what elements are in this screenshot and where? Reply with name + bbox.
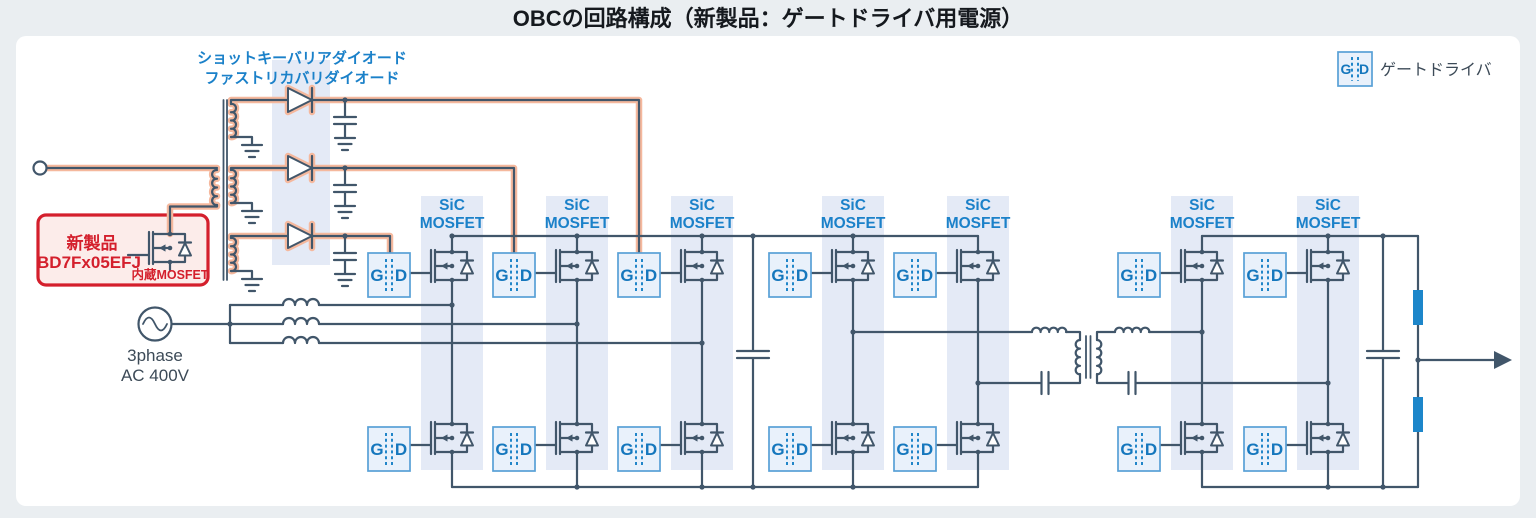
glow-wire-cores xyxy=(45,98,641,273)
svg-text:D: D xyxy=(796,440,808,459)
legend-gate-driver: G D ゲートドライバ xyxy=(1337,51,1492,87)
diode-note-line1: ショットキーバリアダイオード xyxy=(197,49,407,67)
page-title: OBCの回路構成（新製品：ゲートドライバ用電源） xyxy=(513,6,1023,31)
svg-text:D: D xyxy=(645,440,657,459)
svg-text:D: D xyxy=(1271,266,1283,285)
svg-text:SiC: SiC xyxy=(1315,197,1341,214)
sine-wave-icon xyxy=(142,316,168,332)
svg-text:G: G xyxy=(1246,440,1259,459)
svg-text:MOSFET: MOSFET xyxy=(545,215,610,232)
svg-text:G: G xyxy=(896,440,909,459)
output-arrow-icon xyxy=(1494,351,1512,369)
svg-text:SiC: SiC xyxy=(840,197,866,214)
new-product-sub-label: 内蔵MOSFET xyxy=(131,267,208,282)
new-product-part-number: BD7Fx05EFJ xyxy=(37,253,141,272)
svg-text:G: G xyxy=(370,440,383,459)
svg-text:SiC: SiC xyxy=(564,197,590,214)
svg-text:SiC: SiC xyxy=(1189,197,1215,214)
svg-text:D: D xyxy=(520,266,532,285)
svg-text:G: G xyxy=(1120,440,1133,459)
svg-text:D: D xyxy=(395,440,407,459)
legend-label: ゲートドライバ xyxy=(1380,61,1492,79)
new-product-box xyxy=(36,213,210,287)
rectifier-diodes xyxy=(287,86,314,250)
svg-text:G: G xyxy=(896,266,909,285)
svg-text:MOSFET: MOSFET xyxy=(946,215,1011,232)
svg-text:D: D xyxy=(1271,440,1283,459)
svg-text:D: D xyxy=(1145,440,1157,459)
svg-text:MOSFET: MOSFET xyxy=(1170,215,1235,232)
svg-text:MOSFET: MOSFET xyxy=(420,215,485,232)
svg-text:D: D xyxy=(921,266,933,285)
svg-text:G: G xyxy=(771,440,784,459)
diode-note-line2: ファストリカバリダイオード xyxy=(204,69,399,87)
new-product-tag: 新製品 xyxy=(67,233,118,253)
svg-text:G: G xyxy=(620,440,633,459)
svg-text:G: G xyxy=(495,440,508,459)
svg-text:D: D xyxy=(921,440,933,459)
svg-text:G: G xyxy=(771,266,784,285)
svg-text:G: G xyxy=(495,266,508,285)
svg-text:SiC: SiC xyxy=(965,197,991,214)
diagram-panel xyxy=(16,36,1520,506)
svg-text:D: D xyxy=(796,266,808,285)
svg-text:MOSFET: MOSFET xyxy=(821,215,886,232)
svg-text:D: D xyxy=(1145,266,1157,285)
sic-mosfet-labels: SiCMOSFETSiCMOSFETSiCMOSFETSiCMOSFETSiCM… xyxy=(420,197,1361,232)
source-label-line1: 3phase xyxy=(127,346,183,365)
svg-text:SiC: SiC xyxy=(689,197,715,214)
gate-driver-icon xyxy=(1337,51,1373,87)
svg-text:G: G xyxy=(1246,266,1259,285)
svg-text:D: D xyxy=(520,440,532,459)
junction-dots xyxy=(227,97,1421,490)
svg-text:MOSFET: MOSFET xyxy=(1296,215,1361,232)
svg-text:D: D xyxy=(395,266,407,285)
svg-text:SiC: SiC xyxy=(439,197,465,214)
svg-text:G: G xyxy=(1120,266,1133,285)
input-terminal-icon xyxy=(32,160,48,176)
battery-bar-bottom xyxy=(1413,397,1423,432)
svg-text:G: G xyxy=(620,266,633,285)
gd-letter-d: D xyxy=(1359,61,1369,77)
svg-text:D: D xyxy=(645,266,657,285)
gd-letter-g: G xyxy=(1341,61,1352,77)
output-load xyxy=(1413,290,1512,432)
svg-text:G: G xyxy=(370,266,383,285)
svg-text:MOSFET: MOSFET xyxy=(670,215,735,232)
source-label-line2: AC 400V xyxy=(121,366,190,385)
battery-bar-top xyxy=(1413,290,1423,325)
